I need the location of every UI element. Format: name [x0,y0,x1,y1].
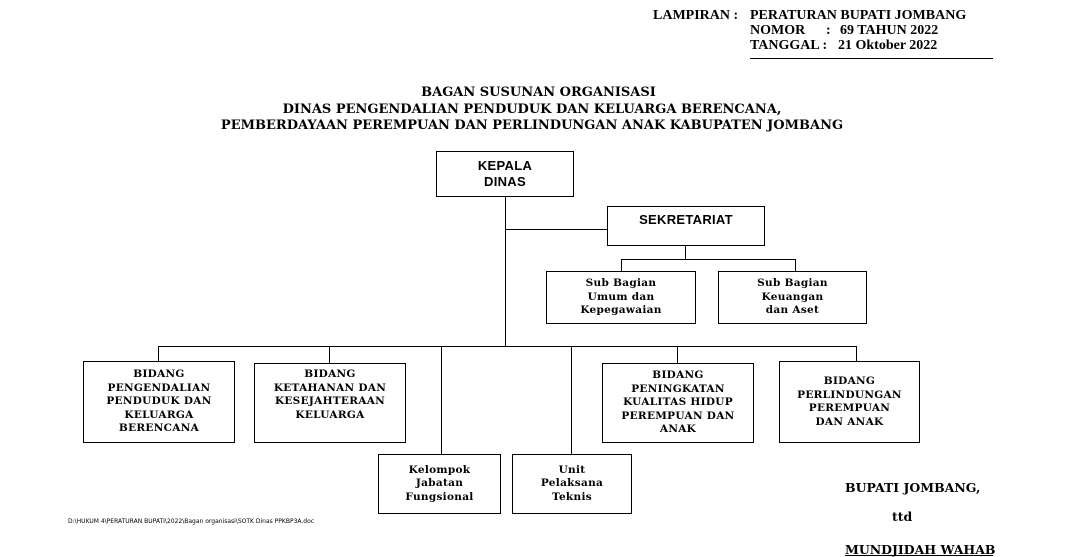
box-unit-pelaksana-teknis: Unit Pelaksana Teknis [512,454,632,514]
connector-upt [571,346,572,454]
connector-bidang-1 [158,346,159,361]
sekretariat-label: SEKRETARIAT [639,212,733,227]
kepala-dinas-label: KEPALA DINAS [477,158,533,189]
title-line-2: DINAS PENGENDALIAN PENDUDUK DAN KELUARGA… [282,102,782,117]
connector-sub-keuangan [795,259,796,271]
connector-sub-umum [621,259,622,271]
connector-bidang-3 [677,346,678,363]
box-sekretariat: SEKRETARIAT [607,206,765,246]
lampiran-label: LAMPIRAN : [653,8,739,23]
tanggal-value: 21 Oktober 2022 [838,38,938,53]
bidang-peningkatan-label: BIDANG PENINGKATAN KUALITAS HIDUP PEREMP… [621,369,735,436]
header-underline [750,58,993,59]
sub-bagian-umum-label: Sub Bagian Umum dan Kepegawaian [580,277,662,317]
nomor-label: NOMOR [750,23,806,38]
nomor-value: 69 TAHUN 2022 [840,23,939,38]
unit-pelaksana-teknis-label: Unit Pelaksana Teknis [540,463,604,503]
bidang-ketahanan-label: BIDANG KETAHANAN DAN KESEJAHTERAAN KELUA… [273,368,387,421]
box-bidang-ketahanan: BIDANG KETAHANAN DAN KESEJAHTERAAN KELUA… [254,363,406,443]
box-sub-bagian-keuangan: Sub Bagian Keuangan dan Aset [718,271,867,324]
box-sub-bagian-umum: Sub Bagian Umum dan Kepegawaian [546,271,696,324]
signature-ttd: ttd [892,509,913,524]
footer-file-path: D:\HUKUM 4\PERATURAN BUPATI\2022\Bagan o… [68,518,315,525]
lampiran-value: PERATURAN BUPATI JOMBANG [750,8,967,23]
connector-kepala-trunk [505,197,506,347]
connector-subbagian-bar [621,259,796,260]
box-bidang-perlindungan: BIDANG PERLINDUNGAN PEREMPUAN DAN ANAK [779,361,920,443]
title-line-3: PEMBERDAYAAN PEREMPUAN DAN PERLINDUNGAN … [220,118,844,133]
connector-bidang-bar [158,346,857,347]
signature-name: MUNDJIDAH WAHAB [845,542,996,557]
tanggal-label: TANGGAL : [750,38,828,53]
connector-bidang-2 [329,346,330,363]
sub-bagian-keuangan-label: Sub Bagian Keuangan dan Aset [757,277,828,317]
bidang-perlindungan-label: BIDANG PERLINDUNGAN PEREMPUAN DAN ANAK [797,375,902,428]
kelompok-jabatan-fungsional-label: Kelompok Jabatan Fungsional [405,463,474,503]
connector-to-sekretariat [505,229,607,230]
nomor-separator: : [826,23,831,38]
connector-bidang-4 [856,346,857,361]
connector-sekretariat-down [685,246,686,259]
box-bidang-peningkatan: BIDANG PENINGKATAN KUALITAS HIDUP PEREMP… [602,363,754,443]
box-kepala-dinas: KEPALA DINAS [436,151,574,197]
box-bidang-pengendalian: BIDANG PENGENDALIAN PENDUDUK DAN KELUARG… [83,361,235,443]
connector-kelompok [441,346,442,454]
box-kelompok-jabatan-fungsional: Kelompok Jabatan Fungsional [378,454,501,514]
signature-title: BUPATI JOMBANG, [845,480,981,495]
bidang-pengendalian-label: BIDANG PENGENDALIAN PENDUDUK DAN KELUARG… [106,368,212,435]
title-line-1: BAGAN SUSUNAN ORGANISASI [421,85,656,100]
